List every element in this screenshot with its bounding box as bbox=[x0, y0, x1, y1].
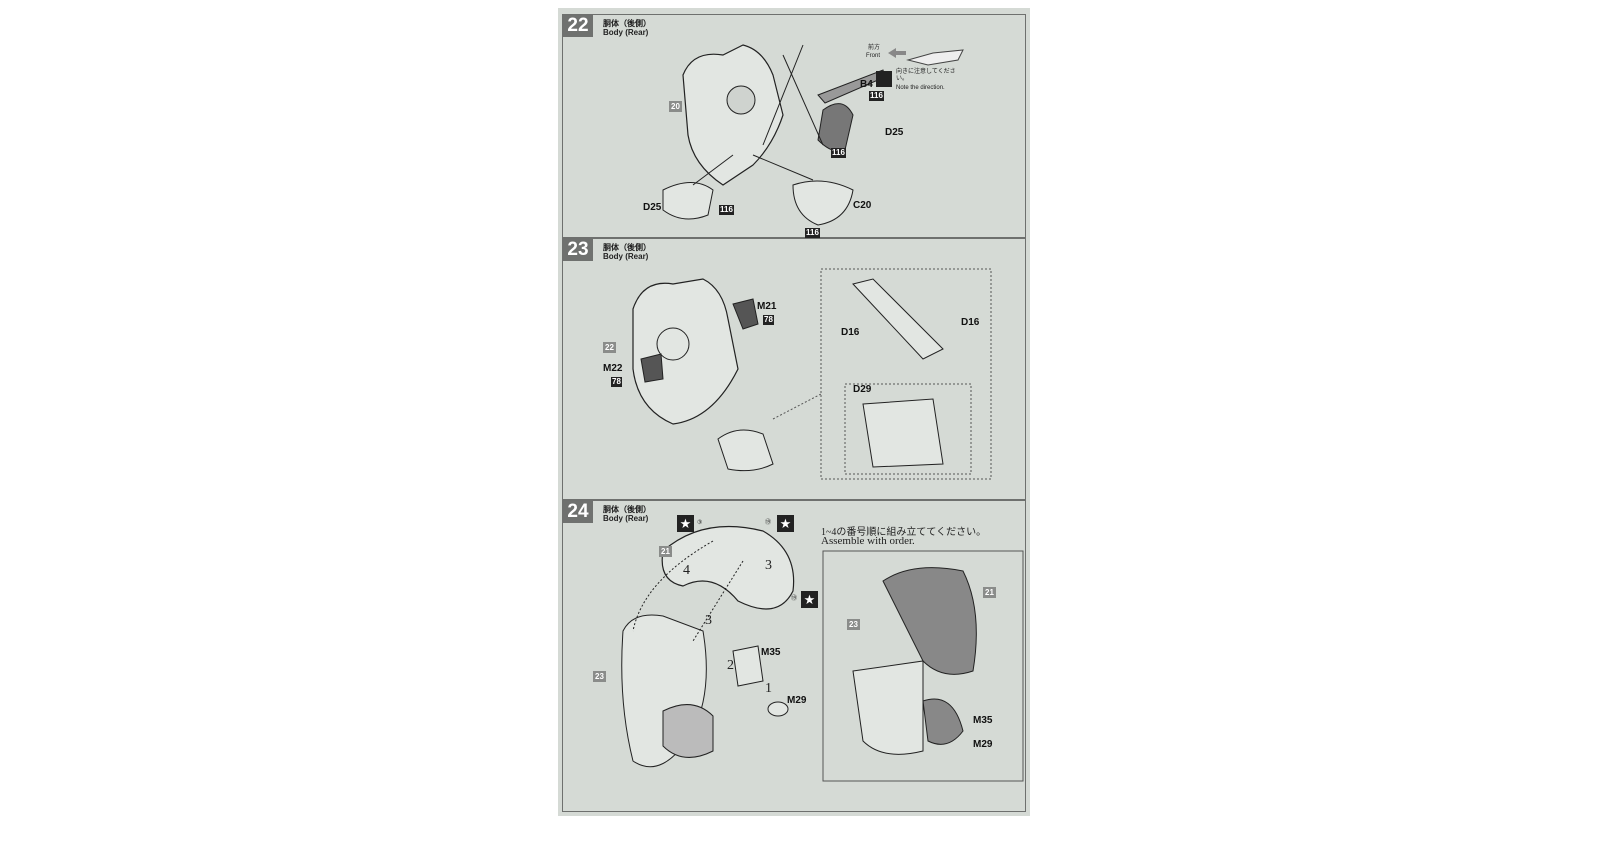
part-ref-21: 21 bbox=[659, 546, 672, 557]
step-title-jp: 胴体（後側） bbox=[603, 243, 651, 252]
step-number: 23 bbox=[563, 239, 593, 261]
step-23-panel: 23 胴体（後側） Body (Rear) 22 M21 78 M22 78 D… bbox=[562, 238, 1026, 500]
paint-116: 116 bbox=[831, 148, 846, 158]
paint-78: 78 bbox=[763, 315, 774, 325]
part-d25: D25 bbox=[885, 127, 904, 138]
part-ref-22: 22 bbox=[603, 342, 616, 353]
part-ref-20: 20 bbox=[669, 101, 682, 112]
detail-ref-23: 23 bbox=[847, 619, 860, 630]
part-m35: M35 bbox=[761, 647, 781, 658]
decal-star-icon: ★ bbox=[677, 515, 694, 532]
order-number: 4 bbox=[683, 563, 690, 578]
detail-part-m35: M35 bbox=[973, 715, 993, 726]
step-title-jp: 胴体（後側） bbox=[603, 19, 651, 28]
decal-number: ⑲ bbox=[765, 520, 772, 526]
step-title-en: Body (Rear) bbox=[603, 252, 649, 261]
instruction-jp: 1~4の番号順に組み立ててください。 bbox=[821, 527, 987, 538]
order-number: 3 bbox=[765, 558, 772, 573]
part-d29: D29 bbox=[853, 384, 872, 395]
decal-number: ⑲ bbox=[791, 596, 798, 602]
paint-116: 116 bbox=[869, 91, 884, 101]
part-d25: D25 bbox=[643, 202, 662, 213]
front-label-jp: 前方 bbox=[868, 45, 881, 51]
step-number: 22 bbox=[563, 15, 593, 37]
part-c20: C20 bbox=[853, 200, 872, 211]
step-title-jp: 胴体（後側） bbox=[603, 505, 651, 514]
instruction-page: 22 胴体（後側） Body (Rear) 20 B4 116 D25 116 … bbox=[558, 8, 1030, 816]
step-22-illustration bbox=[662, 44, 964, 226]
step-title-en: Body (Rear) bbox=[603, 514, 649, 523]
detail-part-m29: M29 bbox=[973, 739, 993, 750]
instruction-en: Assemble with order. bbox=[821, 535, 915, 547]
step-title-en: Body (Rear) bbox=[603, 28, 649, 37]
step-22-panel: 22 胴体（後側） Body (Rear) 20 B4 116 D25 116 … bbox=[562, 14, 1026, 238]
part-b4: B4 bbox=[860, 79, 873, 90]
paint-116: 116 bbox=[805, 228, 820, 238]
part-m29: M29 bbox=[787, 695, 807, 706]
part-m21: M21 bbox=[757, 301, 777, 312]
decal-number: ③ bbox=[697, 520, 703, 526]
detail-ref-21: 21 bbox=[983, 587, 996, 598]
step-24-illustration bbox=[621, 525, 1024, 782]
part-d16: D16 bbox=[841, 327, 860, 338]
step-23-illustration bbox=[632, 268, 992, 480]
order-number: 2 bbox=[727, 658, 734, 673]
front-label-en: Front bbox=[866, 53, 881, 59]
paint-78: 78 bbox=[611, 377, 622, 387]
part-ref-23: 23 bbox=[593, 671, 606, 682]
decal-star-icon: ★ bbox=[801, 591, 818, 608]
part-d16: D16 bbox=[961, 317, 980, 328]
order-number: 3 bbox=[705, 613, 712, 628]
part-m22: M22 bbox=[603, 363, 623, 374]
order-number: 1 bbox=[765, 681, 772, 696]
note-jp: 向きに注意してください。 bbox=[896, 69, 956, 82]
step-number: 24 bbox=[563, 501, 593, 523]
step-24-panel: 24 胴体（後側） Body (Rear) ★ ③ ⑲ ★ ⑲ ★ 21 23 … bbox=[562, 500, 1026, 812]
decal-star-icon: ★ bbox=[777, 515, 794, 532]
note-en: Note the direction. bbox=[896, 85, 945, 91]
paint-116: 116 bbox=[719, 205, 734, 215]
